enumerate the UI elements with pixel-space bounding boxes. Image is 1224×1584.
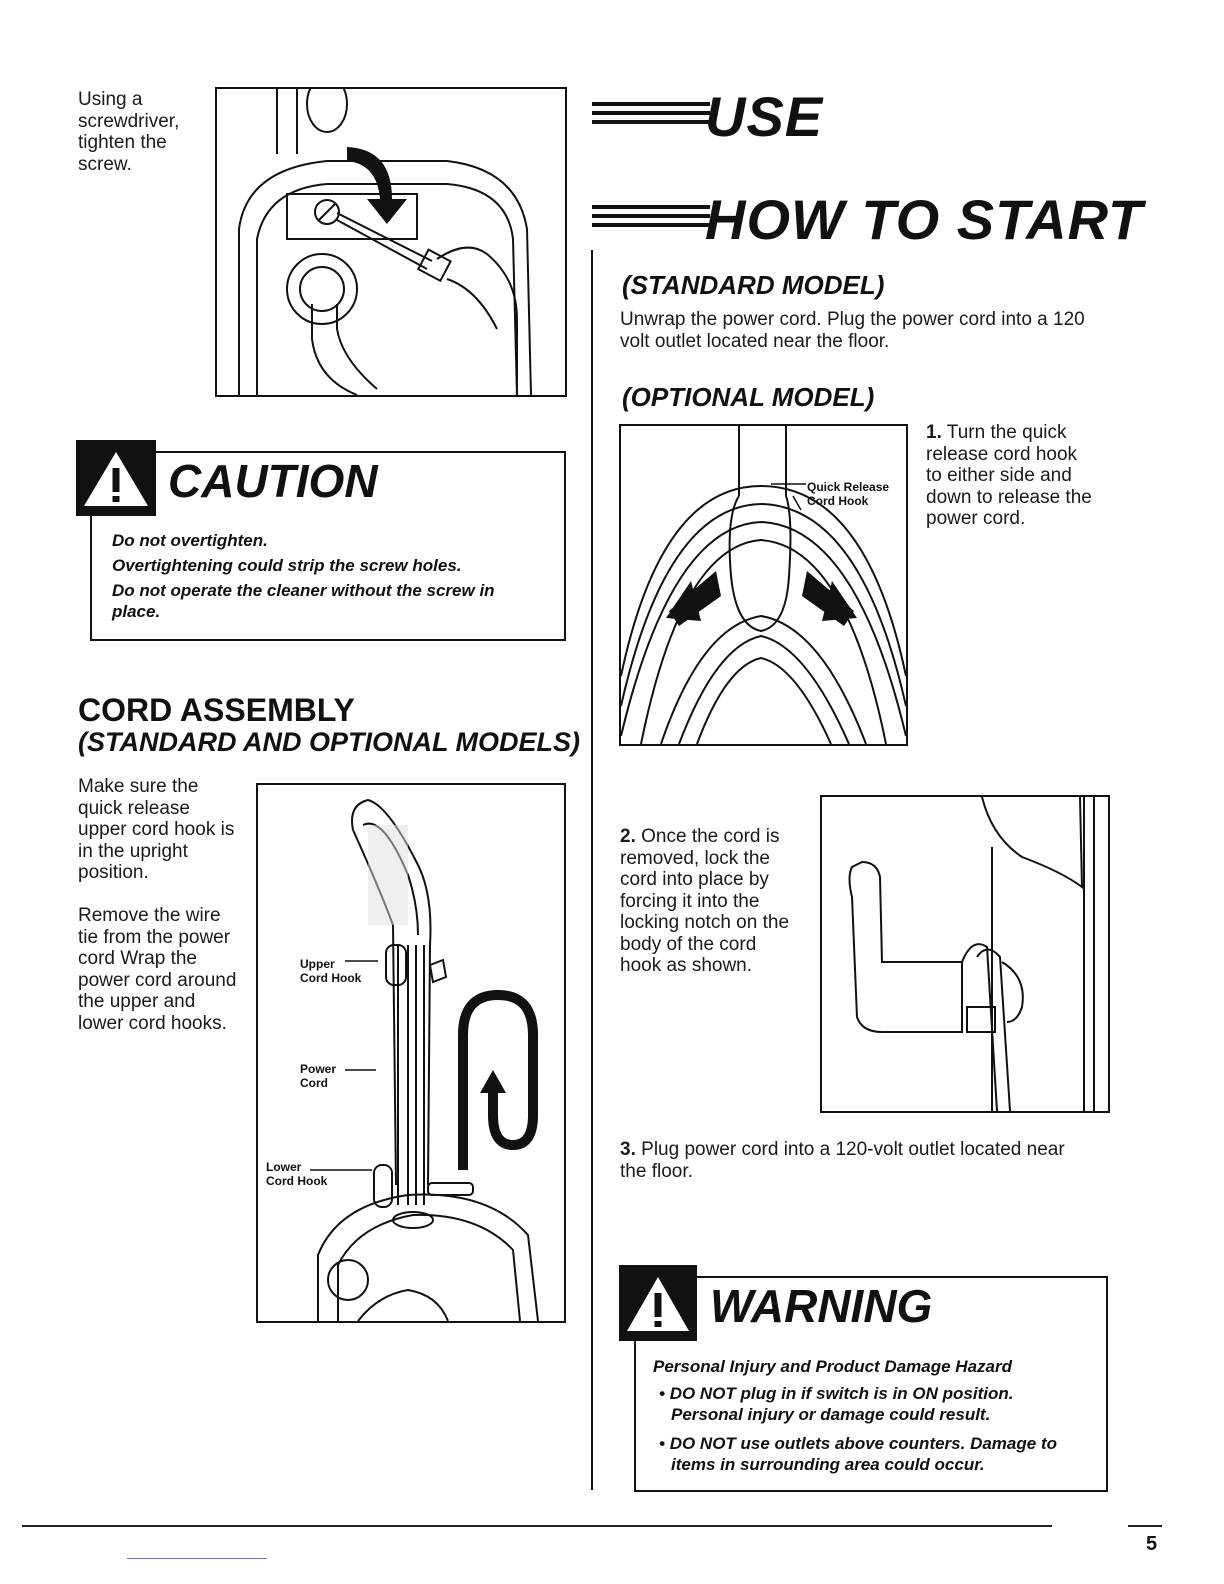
warning-box xyxy=(634,1276,1108,1492)
warning-subtitle: Personal Injury and Product Damage Hazar… xyxy=(653,1357,1012,1376)
bullet-dot: • xyxy=(659,1384,670,1403)
warning-title: WARNING xyxy=(710,1280,933,1332)
step1-text: Turn the quick release cord hook to eith… xyxy=(926,422,1092,529)
warning-triangle-icon xyxy=(84,452,148,506)
step3-number: 3. xyxy=(620,1139,636,1160)
footer-rule xyxy=(22,1525,1052,1527)
quick-release-illustration xyxy=(619,424,908,746)
quick-release-label: Quick Release Cord Hook xyxy=(807,480,890,508)
step3: 3. Plug power cord into a 120-volt outle… xyxy=(620,1139,1070,1182)
step1-number: 1. xyxy=(926,422,942,443)
lower-cord-hook-label: Lower Cord Hook xyxy=(266,1160,328,1188)
optional-model-title: (OPTIONAL MODEL) xyxy=(622,382,875,412)
cord-assembly-para2: Remove the wire tie from the power cord … xyxy=(78,905,237,1034)
caution-line: Do not overtighten. xyxy=(112,531,268,550)
page-number: 5 xyxy=(1146,1533,1158,1555)
cord-assembly-para1: Make sure the quick release upper cord h… xyxy=(78,776,235,883)
caution-title: CAUTION xyxy=(168,455,378,507)
step2-number: 2. xyxy=(620,826,636,847)
caution-text: Do not overtighten. Overtightening could… xyxy=(112,530,532,622)
caution-line: Do not operate the cleaner without the s… xyxy=(112,581,495,621)
bullet-dot: • xyxy=(659,1434,670,1453)
warning-bullet-text: DO NOT use outlets above counters. Damag… xyxy=(669,1434,1057,1474)
warning-text: Personal Injury and Product Damage Hazar… xyxy=(653,1356,1083,1475)
step3-text: Plug power cord into a 120-volt outlet l… xyxy=(620,1139,1065,1182)
warning-triangle-icon xyxy=(627,1277,689,1331)
cord-assembly-illustration xyxy=(256,783,566,1323)
upper-cord-hook-label: Upper Cord Hook xyxy=(300,957,362,985)
footer-rule-right xyxy=(1128,1525,1162,1527)
locking-notch-illustration xyxy=(820,795,1110,1113)
standard-model-text: Unwrap the power cord. Plug the power co… xyxy=(620,309,1085,352)
screw-illustration xyxy=(215,87,567,397)
caution-icon-bg xyxy=(76,440,156,516)
power-cord-label: Power Cord xyxy=(300,1062,337,1090)
use-heading-rules xyxy=(592,102,710,129)
screw-instruction: Using a screwdriver, tighten the screw. xyxy=(78,89,180,175)
warning-bullet-text: DO NOT plug in if switch is in ON positi… xyxy=(669,1384,1014,1424)
cord-assembly-subtitle: (STANDARD AND OPTIONAL MODELS) xyxy=(78,727,580,757)
step1: 1. Turn the quick release cord hook to e… xyxy=(926,422,1098,530)
how-to-start-heading: HOW TO START xyxy=(705,188,1144,251)
caution-box xyxy=(90,451,566,641)
cord-assembly-title: CORD ASSEMBLY xyxy=(78,692,355,728)
step2-text: Once the cord is removed, lock the cord … xyxy=(620,826,790,976)
warning-bullet: • DO NOT plug in if switch is in ON posi… xyxy=(653,1383,1071,1425)
use-heading: USE xyxy=(705,85,824,148)
warning-icon-bg xyxy=(619,1265,697,1341)
footer-link-line xyxy=(127,1558,267,1559)
column-divider xyxy=(591,250,593,1490)
how-heading-rules xyxy=(592,205,710,232)
standard-model-title: (STANDARD MODEL) xyxy=(622,270,885,300)
step2: 2. Once the cord is removed, lock the co… xyxy=(620,826,800,977)
warning-bullet: • DO NOT use outlets above counters. Dam… xyxy=(653,1433,1071,1475)
caution-line: Overtightening could strip the screw hol… xyxy=(112,556,462,575)
